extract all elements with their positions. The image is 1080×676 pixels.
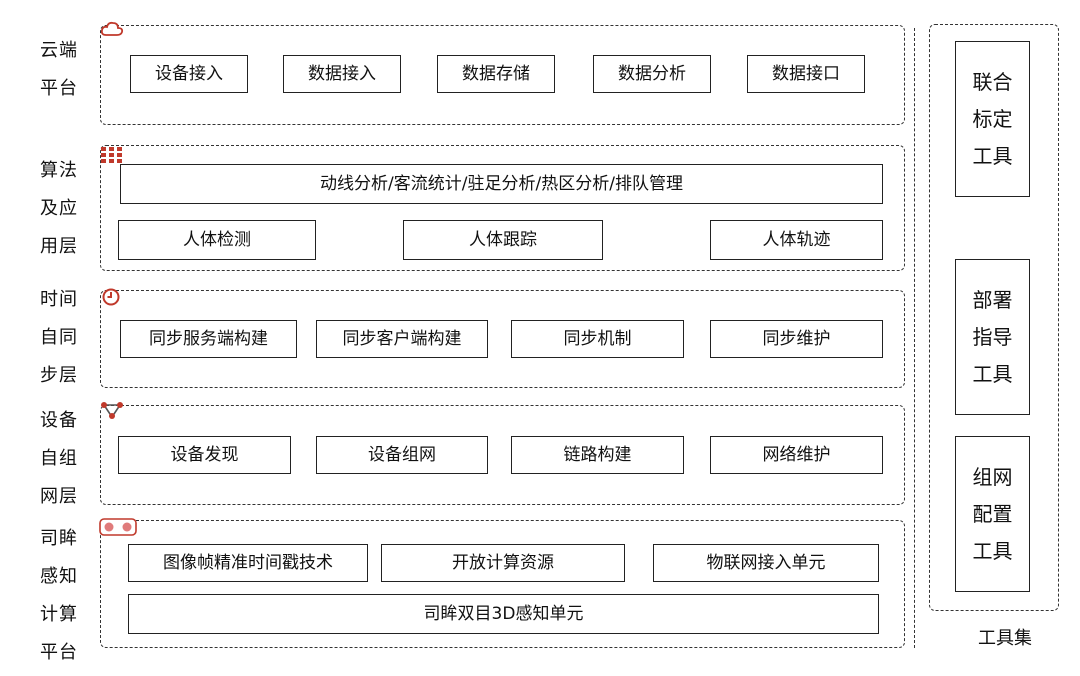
tool-network-config: 组网 配置 工具 bbox=[955, 436, 1030, 592]
layer-label-line: 平台 bbox=[40, 642, 78, 663]
item-stereo-3d-unit: 司眸双目3D感知单元 bbox=[128, 594, 879, 634]
layer-label-line: 及应 bbox=[40, 198, 78, 219]
layer-label-timesync: 时间 自同 步层 bbox=[40, 281, 90, 395]
layer-panel-timesync bbox=[100, 290, 905, 388]
item-sync-client: 同步客户端构建 bbox=[316, 320, 488, 358]
item-device-networking: 设备组网 bbox=[316, 436, 488, 474]
layer-label-line: 步层 bbox=[40, 365, 78, 386]
clock-icon bbox=[102, 288, 120, 306]
layer-label-cloud: 云端 平台 bbox=[40, 32, 90, 108]
layer-label-line: 时间 bbox=[40, 289, 78, 310]
layer-label-line: 计算 bbox=[40, 604, 78, 625]
item-link-building: 链路构建 bbox=[511, 436, 684, 474]
tool-deployment-guide: 部署 指导 工具 bbox=[955, 259, 1030, 415]
tool-label-line: 联合 bbox=[972, 69, 1013, 94]
layer-panel-network bbox=[100, 405, 905, 505]
item-human-detection: 人体检测 bbox=[118, 220, 316, 260]
toolset-panel bbox=[929, 24, 1059, 611]
layer-panel-algorithm bbox=[100, 145, 905, 271]
layer-label-line: 网层 bbox=[40, 486, 78, 507]
layer-label-line: 云端 bbox=[40, 40, 78, 61]
item-sync-mechanism: 同步机制 bbox=[511, 320, 684, 358]
layer-label-line: 自组 bbox=[40, 448, 78, 469]
tool-label-line: 配置 bbox=[972, 501, 1013, 526]
item-sync-server: 同步服务端构建 bbox=[120, 320, 297, 358]
tool-label-line: 指导 bbox=[972, 324, 1013, 349]
item-human-tracking: 人体跟踪 bbox=[403, 220, 603, 260]
layer-label-line: 自同 bbox=[40, 327, 78, 348]
layer-label-line: 设备 bbox=[40, 410, 78, 431]
item-analytics-suite: 动线分析/客流统计/驻足分析/热区分析/排队管理 bbox=[120, 164, 883, 204]
item-sync-maintenance: 同步维护 bbox=[710, 320, 883, 358]
layer-panel-cloud bbox=[100, 25, 905, 125]
tool-label-line: 工具 bbox=[972, 143, 1013, 168]
item-timestamp-tech: 图像帧精准时间戳技术 bbox=[128, 544, 368, 582]
grid-icon bbox=[101, 147, 122, 163]
vertical-divider bbox=[914, 28, 915, 648]
item-data-analysis: 数据分析 bbox=[593, 55, 711, 93]
tool-label-line: 标定 bbox=[972, 106, 1013, 131]
tool-label-line: 组网 bbox=[972, 464, 1013, 489]
tool-label-line: 部署 bbox=[972, 287, 1013, 312]
item-data-storage: 数据存储 bbox=[437, 55, 555, 93]
item-device-discovery: 设备发现 bbox=[118, 436, 291, 474]
camera-lens-icon bbox=[99, 518, 137, 536]
item-network-maintenance: 网络维护 bbox=[710, 436, 883, 474]
cloud-icon bbox=[100, 21, 124, 36]
layer-label-line: 算法 bbox=[40, 160, 78, 181]
item-human-trajectory: 人体轨迹 bbox=[710, 220, 883, 260]
layer-label-perception: 司眸 感知 计算 平台 bbox=[40, 520, 90, 672]
item-data-interface: 数据接口 bbox=[747, 55, 865, 93]
tool-label-line: 工具 bbox=[972, 361, 1013, 386]
tool-label-line: 工具 bbox=[972, 538, 1013, 563]
layer-label-line: 感知 bbox=[40, 566, 78, 587]
tool-joint-calibration: 联合 标定 工具 bbox=[955, 41, 1030, 197]
layer-label-network: 设备 自组 网层 bbox=[40, 402, 90, 516]
toolset-label: 工具集 bbox=[978, 628, 1032, 649]
layer-label-line: 平台 bbox=[40, 78, 78, 99]
item-device-access: 设备接入 bbox=[130, 55, 248, 93]
layer-label-line: 司眸 bbox=[40, 528, 78, 549]
network-triangle-icon bbox=[101, 402, 123, 419]
layer-label-line: 用层 bbox=[40, 236, 78, 257]
layer-panel-perception bbox=[100, 520, 905, 648]
layer-label-algorithm: 算法 及应 用层 bbox=[40, 152, 90, 266]
item-iot-access-unit: 物联网接入单元 bbox=[653, 544, 879, 582]
item-open-compute: 开放计算资源 bbox=[381, 544, 625, 582]
item-data-access: 数据接入 bbox=[283, 55, 401, 93]
